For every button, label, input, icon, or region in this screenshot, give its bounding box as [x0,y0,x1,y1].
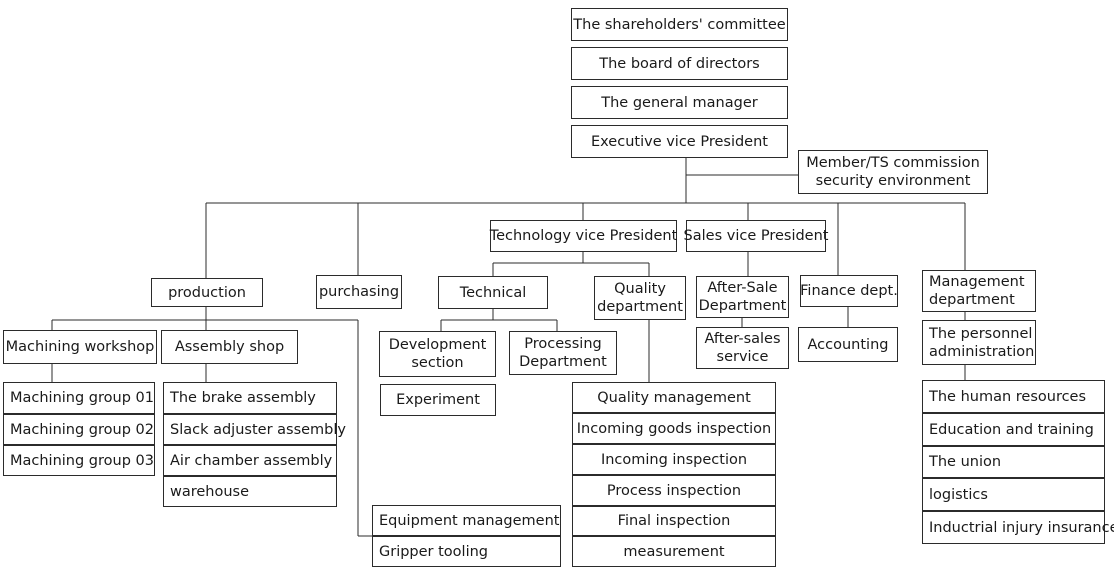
machining-workshop-box: Machining workshop [3,330,157,364]
technical-box: Technical [438,276,548,309]
finance-dept-box: Finance dept. [800,275,898,307]
general-manager-box: The general manager [571,86,788,119]
list-item: Machining group 02 [3,414,155,445]
list-item: Air chamber assembly [163,445,337,476]
purchasing-box: purchasing [316,275,402,309]
list-item: Machining group 03 [3,445,155,476]
list-item: Inductrial injury insurance [922,511,1114,544]
shareholders-committee-box: The shareholders' committee [571,8,788,41]
list-item: Incoming inspection [572,444,776,475]
experiment-box: Experiment [380,384,496,416]
list-item: Slack adjuster assembly [163,414,346,445]
development-section-box: Development section [379,331,496,377]
list-item: Final inspection [572,506,776,536]
list-item: Machining group 01 [3,382,155,414]
list-item: Equipment management [372,505,561,536]
list-item: The union [922,446,1105,478]
sales-vp-box: Sales vice President [684,220,828,252]
production-box: production [151,278,263,307]
list-item: Process inspection [572,475,776,506]
board-of-directors-box: The board of directors [571,47,788,80]
personnel-administration-box: The personnel administration [922,320,1036,365]
list-item: logistics [922,478,1105,511]
assembly-shop-box: Assembly shop [161,330,298,364]
list-item: measurement [572,536,776,567]
list-item: Quality management [572,382,776,413]
list-item: The human resources [922,380,1105,413]
processing-department-box: Processing Department [509,331,617,375]
list-item: Incoming goods inspection [572,413,776,444]
list-item: The brake assembly [163,382,337,414]
technology-vp-box: Technology vice President [490,220,677,252]
executive-vp-box: Executive vice President [571,125,788,158]
after-sales-service-box: After-sales service [696,327,789,369]
management-department-box: Management department [922,270,1036,312]
list-item: Education and training [922,413,1105,446]
list-item: Gripper tooling [372,536,561,567]
after-sale-department-box: After-Sale Department [696,276,789,318]
quality-department-box: Quality department [594,276,686,320]
list-item: warehouse [163,476,337,507]
member-ts-commission-box: Member/TS commission security environmen… [798,150,988,194]
accounting-box: Accounting [798,327,898,362]
